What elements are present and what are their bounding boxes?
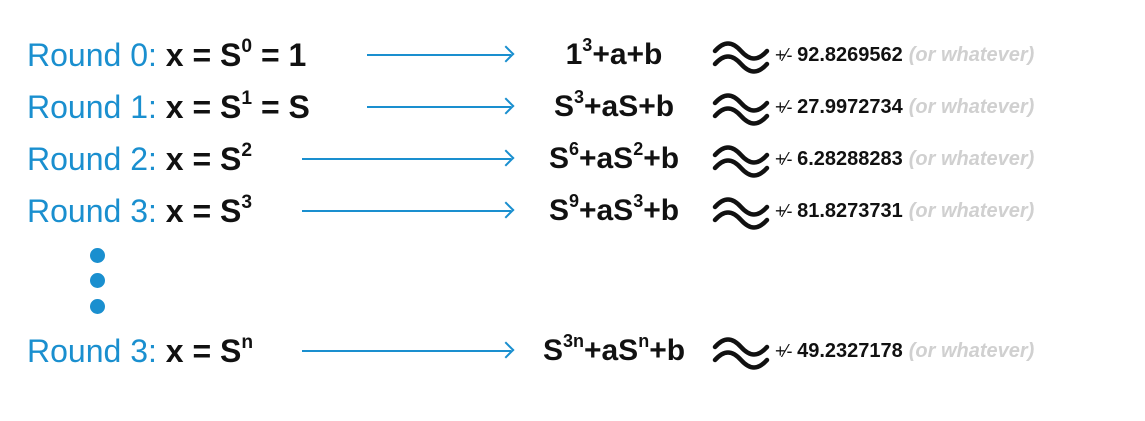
approx-value: +⁄- 27.9972734(or whatever) [775,82,1034,132]
approx-wave-icon [712,41,770,74]
note-text: (or whatever) [908,148,1035,170]
right-arrow-icon [367,106,511,108]
plus-minus-symbol: +⁄- [775,201,792,221]
ellipsis-dot [90,248,105,263]
lhs-base: x = S [165,333,242,369]
expr-exponent: 2 [633,139,644,160]
round-row-1: Round 1: x = S1 = S S3+aS+b +⁄- 27.99727… [0,82,1145,132]
lhs-base: x = S [165,193,242,229]
expr-middle: +aS [578,142,634,175]
expr-middle: +aS [578,194,634,227]
lhs-equation: x = S1 = S [166,89,310,125]
expr-tail: +a+b [592,38,663,71]
round-row-3: Round 3: x = S3 S9+aS3+b +⁄- 81.8273731(… [0,186,1145,236]
note-text: (or whatever) [908,200,1035,222]
round-label: Round 3: x = Sn [27,326,253,376]
lhs-exponent: 1 [241,88,253,110]
lhs-tail: = 1 [252,37,307,73]
expr-base: S [553,90,574,123]
expr-base: S [548,142,569,175]
expr-base: S [548,194,569,227]
approx-value: +⁄- 6.28288283(or whatever) [775,134,1034,184]
right-arrow-icon [302,158,511,160]
ellipsis-dot [90,273,105,288]
lhs-exponent: 0 [241,36,253,58]
expr-exponent: 3n [562,331,584,352]
expr-exponent: 9 [568,191,579,212]
lhs-tail: = S [252,89,310,125]
approx-wave-icon [712,337,770,370]
approx-value: +⁄- 81.8273731(or whatever) [775,186,1034,236]
lhs-base: x = S [165,141,242,177]
expr-exponent: 3 [573,87,584,108]
polynomial-expression: S9+aS3+b [514,186,714,236]
approx-number: 27.9972734 [797,96,903,118]
polynomial-expression: S3n+aSn+b [514,326,714,376]
plus-minus-symbol: +⁄- [775,97,792,117]
expr-exponent: 3 [633,191,644,212]
expr-base: S [542,334,563,367]
round-row-2: Round 2: x = S2 S6+aS2+b +⁄- 6.28288283(… [0,134,1145,184]
note-text: (or whatever) [908,340,1035,362]
approx-number: 81.8273731 [797,200,903,222]
expr-exponent: 3 [582,35,593,56]
lhs-base: x = S [165,37,242,73]
ellipsis-dot [90,299,105,314]
polynomial-expression: S6+aS2+b [514,134,714,184]
lhs-exponent: 2 [241,140,253,162]
right-arrow-icon [302,210,511,212]
round-row-0: Round 0: x = S0 = 1 13+a+b +⁄- 92.826956… [0,30,1145,80]
right-arrow-icon [302,350,511,352]
plus-minus-symbol: +⁄- [775,45,792,65]
expr-tail: +aS+b [583,90,675,123]
approx-value: +⁄- 92.8269562(or whatever) [775,30,1034,80]
lhs-equation: x = S0 = 1 [166,37,307,73]
round-label: Round 0: x = S0 = 1 [27,30,306,80]
round-row-n: Round 3: x = Sn S3n+aSn+b +⁄- 49.2327178… [0,326,1145,376]
round-number: Round 1: [27,89,157,125]
plus-minus-symbol: +⁄- [775,341,792,361]
lhs-equation: x = S2 [166,141,252,177]
lhs-equation: x = S3 [166,193,252,229]
right-arrow-icon [367,54,511,56]
lhs-exponent: 3 [241,192,253,214]
approx-number: 49.2327178 [797,340,903,362]
expr-tail: +b [643,194,680,227]
lhs-exponent: n [241,332,254,354]
expr-tail: +b [643,142,680,175]
expr-exponent: 6 [568,139,579,160]
round-label: Round 3: x = S3 [27,186,252,236]
vertical-ellipsis-dots [90,248,106,318]
approx-wave-icon [712,93,770,126]
round-number: Round 0: [27,37,157,73]
expr-base: 1 [565,38,583,71]
approx-wave-icon [712,145,770,178]
round-label: Round 1: x = S1 = S [27,82,310,132]
approx-number: 6.28288283 [797,148,903,170]
polynomial-expression: 13+a+b [514,30,714,80]
expr-middle: +aS [583,334,639,367]
note-text: (or whatever) [908,96,1035,118]
expr-tail: +b [649,334,686,367]
round-number: Round 3: [27,333,157,369]
round-number: Round 2: [27,141,157,177]
note-text: (or whatever) [908,44,1035,66]
approx-value: +⁄- 49.2327178(or whatever) [775,326,1034,376]
lhs-base: x = S [165,89,242,125]
approx-number: 92.8269562 [797,44,903,66]
approx-wave-icon [712,197,770,230]
round-label: Round 2: x = S2 [27,134,252,184]
round-number: Round 3: [27,193,157,229]
polynomial-expression: S3+aS+b [514,82,714,132]
plus-minus-symbol: +⁄- [775,149,792,169]
expr-exponent: n [638,331,650,352]
lhs-equation: x = Sn [166,333,253,369]
